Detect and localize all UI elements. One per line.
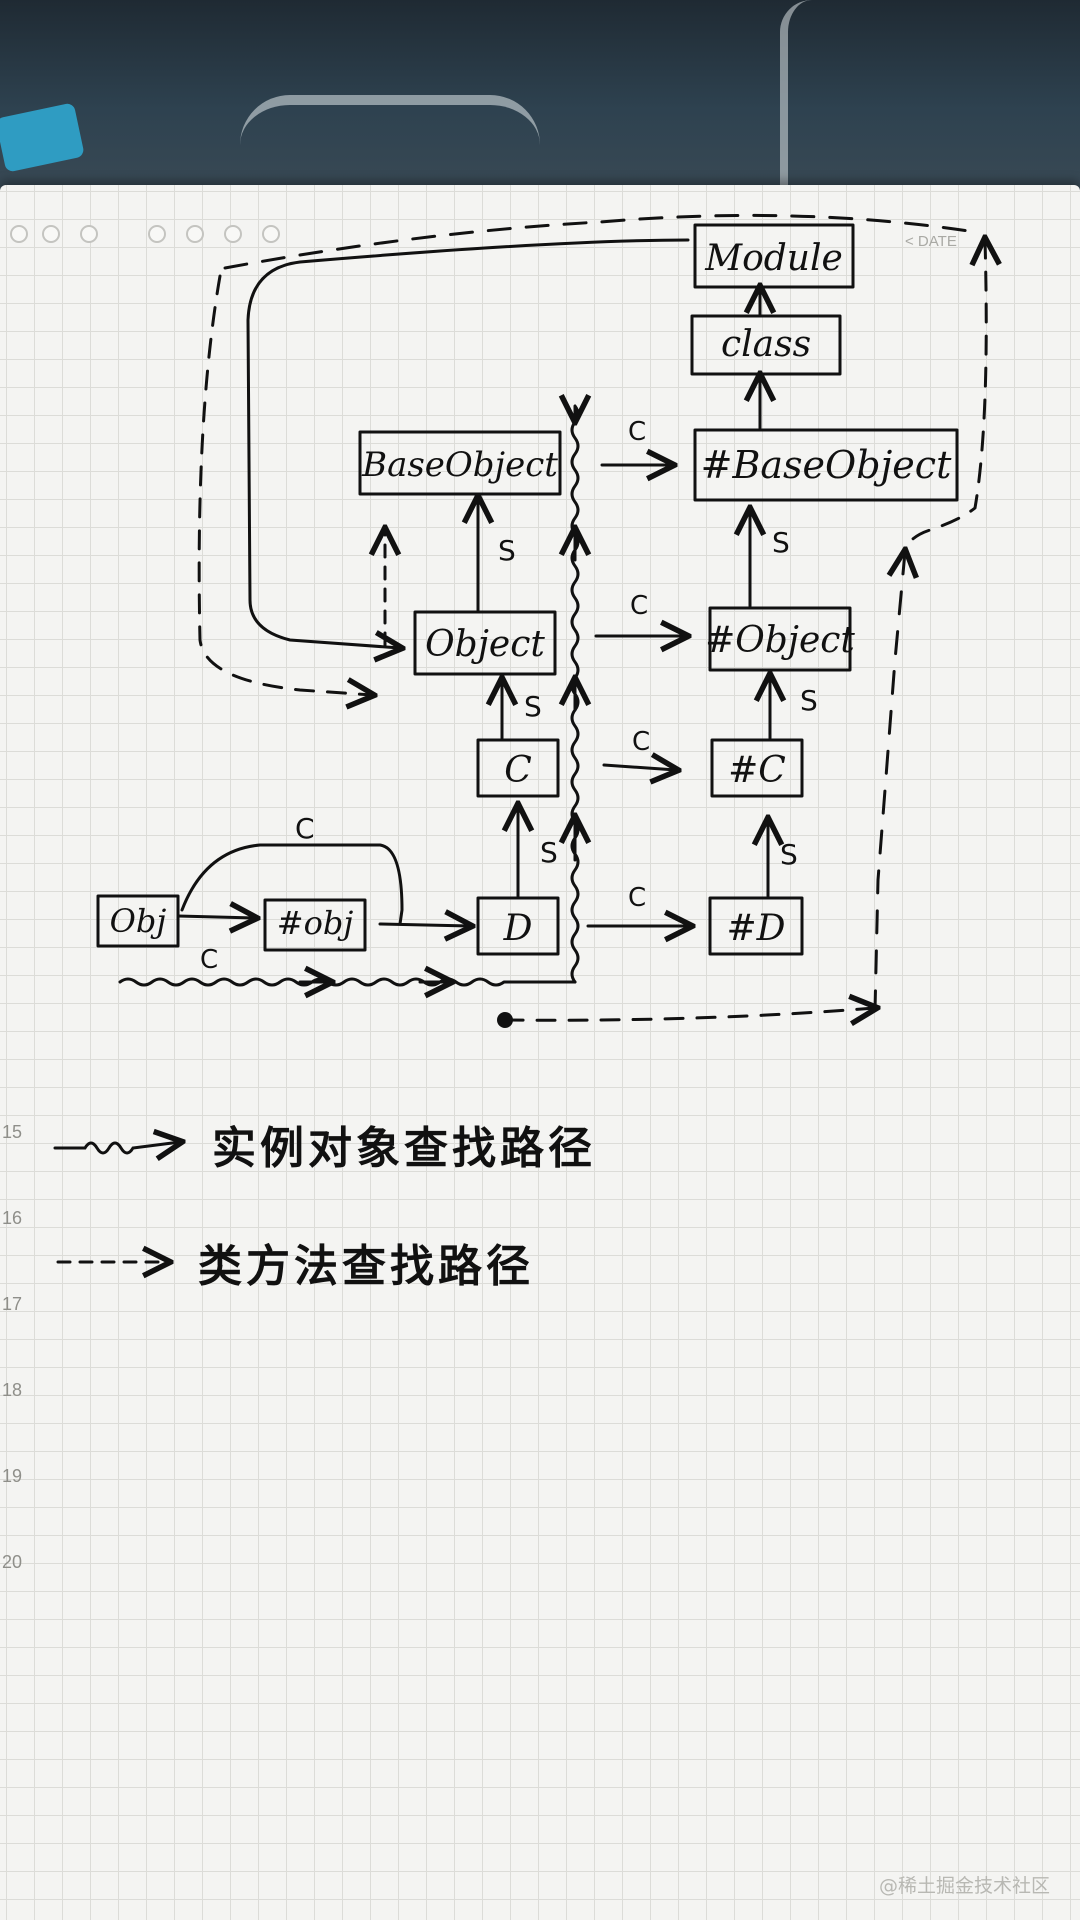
node-box-base-object (358, 430, 562, 496)
dot-marker (262, 225, 280, 243)
margin-number: 15 (2, 1122, 23, 1142)
margin-number: 19 (2, 1466, 23, 1486)
instance-path-bottom (118, 977, 577, 987)
edge-label-superclass: S (772, 526, 790, 559)
path-start-dot (497, 1012, 513, 1028)
edge-label-class: C (295, 812, 315, 845)
node-meta-object: #Object (705, 620, 855, 661)
cable (240, 95, 540, 145)
legend-instance-path-label: 实例对象查找路径 (212, 1123, 596, 1174)
margin-number: 18 (2, 1380, 23, 1400)
edge-label-superclass: S (498, 534, 516, 567)
dot-marker (148, 225, 166, 243)
class-arrow (176, 916, 255, 918)
notebook-page (0, 185, 1080, 1920)
class-method-path-right (898, 240, 986, 562)
edge-label-class: C (628, 883, 646, 913)
node-box-obj (96, 894, 180, 948)
node-meta-d: #D (726, 908, 785, 949)
class-method-path-top (223, 213, 977, 270)
edge-label-class: C (632, 727, 650, 757)
margin-number: 17 (2, 1294, 23, 1314)
node-box-meta-c (710, 738, 804, 798)
node-box-c (476, 738, 560, 798)
legend-instance-path-icon (53, 1142, 180, 1153)
node-class: class (721, 324, 811, 365)
dot-marker (186, 225, 204, 243)
dot-marker (10, 225, 28, 243)
edge-label-class: C (200, 945, 218, 975)
edge-label-superclass: S (780, 838, 798, 871)
node-obj: Obj (110, 902, 167, 940)
node-box-meta-d (708, 896, 804, 956)
dot-marker (42, 225, 60, 243)
node-d: D (503, 908, 533, 949)
dot-marker (80, 225, 98, 243)
node-meta-base-object: #BaseObject (701, 443, 952, 487)
class-arrow (378, 924, 470, 926)
node-meta-c: #C (728, 750, 786, 791)
desk-background (0, 0, 1080, 200)
node-box-meta-object (708, 606, 852, 672)
cable (780, 0, 812, 190)
class-method-path-bottom (503, 1008, 875, 1020)
edge-label-superclass: S (524, 690, 542, 723)
date-label: < DATE (905, 233, 957, 250)
margin-number: 20 (2, 1552, 23, 1572)
node-meta-obj: #obj (277, 904, 354, 942)
node-module: Module (704, 238, 843, 279)
node-box-meta-base-object (693, 428, 959, 502)
dot-marker (224, 225, 242, 243)
class-method-path-outer (197, 274, 372, 695)
edge-label-superclass: S (540, 836, 558, 869)
edge-label-superclass: S (800, 684, 818, 717)
margin-number: 16 (2, 1208, 23, 1228)
watermark: @稀土掘金技术社区 (878, 1875, 1050, 1897)
module-to-object-arrow (246, 238, 690, 648)
node-box-meta-obj (263, 898, 367, 952)
node-c: C (504, 750, 532, 791)
edge-label-class: C (630, 591, 648, 621)
edge-label-class: C (628, 417, 646, 447)
class-arrow (180, 843, 404, 926)
class-arrow (602, 765, 676, 770)
node-box-d (476, 896, 560, 956)
class-method-path-right-lower (873, 552, 905, 1012)
node-box-object (413, 610, 557, 676)
node-base-object: BaseObject (361, 445, 558, 485)
node-object: Object (425, 624, 545, 665)
legend-class-method-path-label: 类方法查找路径 (198, 1241, 534, 1292)
